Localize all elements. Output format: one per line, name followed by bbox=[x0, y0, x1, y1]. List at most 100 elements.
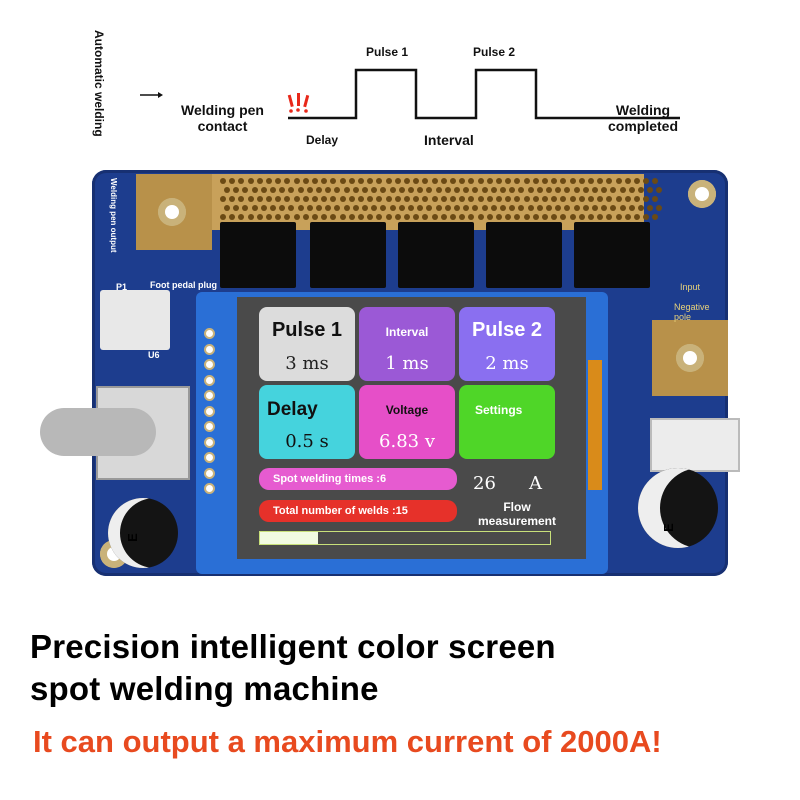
via-pad bbox=[426, 205, 433, 211]
voltage-tile[interactable]: Voltage 6.83 v bbox=[359, 385, 455, 459]
via-pad bbox=[597, 214, 604, 220]
foot-pedal-connector[interactable] bbox=[100, 290, 170, 350]
current-unit: A bbox=[529, 473, 542, 494]
via-pad bbox=[398, 187, 405, 193]
via-pad bbox=[266, 178, 272, 184]
caption-line-1: Precision intelligent color screen bbox=[30, 628, 556, 665]
pulse1-tile[interactable]: Pulse 1 3 ms bbox=[259, 307, 355, 381]
via-pad bbox=[330, 178, 337, 184]
via-pad bbox=[413, 196, 420, 202]
via-pad bbox=[288, 205, 295, 211]
via-pad bbox=[505, 214, 512, 220]
pulse2-value: 2 ms bbox=[485, 353, 529, 374]
via-pad bbox=[435, 205, 442, 211]
via-pad bbox=[266, 214, 272, 220]
via-pad bbox=[233, 187, 240, 193]
mosfet bbox=[398, 222, 474, 288]
via-pad bbox=[440, 196, 447, 202]
via-pad bbox=[284, 214, 291, 220]
via-pad bbox=[634, 214, 640, 220]
via-pad bbox=[468, 196, 475, 202]
via-pad bbox=[536, 205, 543, 211]
via-pad bbox=[634, 196, 640, 202]
via-pad bbox=[523, 196, 530, 202]
via-pad bbox=[573, 205, 580, 211]
via-pad bbox=[334, 187, 341, 193]
via-pad bbox=[371, 205, 378, 211]
via-pad bbox=[592, 205, 598, 211]
via-pad bbox=[601, 187, 608, 193]
via-pad bbox=[638, 205, 644, 211]
via-pad bbox=[413, 178, 420, 184]
via-pad bbox=[325, 205, 332, 211]
via-pad bbox=[532, 214, 539, 220]
delay-tile[interactable]: Delay 0.5 s bbox=[259, 385, 355, 459]
via-pad bbox=[367, 214, 374, 220]
via-pad bbox=[610, 187, 617, 193]
via-pad bbox=[376, 178, 383, 184]
input-connector[interactable] bbox=[650, 418, 740, 472]
via-pad bbox=[435, 187, 442, 193]
via-pad bbox=[251, 205, 258, 211]
via-pad bbox=[422, 196, 429, 202]
via-pad bbox=[256, 178, 263, 184]
via-pad bbox=[362, 205, 368, 211]
via-pad bbox=[229, 214, 236, 220]
via-pad bbox=[578, 196, 585, 202]
via-pad bbox=[229, 178, 236, 184]
pulse2-title: Pulse 2 bbox=[471, 319, 543, 341]
flow-measurement-label: Flow measurement bbox=[477, 500, 557, 528]
via-pad bbox=[238, 214, 245, 220]
via-pad bbox=[279, 187, 286, 193]
settings-tile[interactable]: Settings bbox=[459, 385, 555, 459]
via-pad bbox=[514, 196, 521, 202]
via-pad bbox=[505, 196, 512, 202]
via-pad bbox=[293, 214, 300, 220]
via-pad bbox=[459, 196, 466, 202]
waveform-svg bbox=[140, 68, 680, 120]
via-pad bbox=[398, 205, 405, 211]
via-pad bbox=[518, 187, 525, 193]
via-pad bbox=[343, 205, 350, 211]
interval-title: Interval bbox=[385, 325, 429, 339]
via-pad bbox=[321, 196, 328, 202]
via-pad bbox=[509, 205, 516, 211]
delay-value: 0.5 s bbox=[285, 431, 329, 452]
via-pad bbox=[463, 187, 470, 193]
rotary-knob[interactable] bbox=[40, 408, 156, 456]
pulse1-title: Pulse 1 bbox=[271, 319, 343, 341]
via-pad bbox=[224, 187, 230, 193]
via-pad bbox=[542, 178, 548, 184]
welding-pen-output-label: Welding pen output bbox=[109, 178, 118, 253]
via-pad bbox=[527, 187, 534, 193]
pulse2-tile[interactable]: Pulse 2 2 ms bbox=[459, 307, 555, 381]
via-pad bbox=[334, 205, 341, 211]
via-pad bbox=[302, 196, 309, 202]
terminal-hole bbox=[158, 198, 186, 226]
current-value: 26 bbox=[473, 473, 496, 494]
via-pad bbox=[505, 178, 512, 184]
via-pad bbox=[367, 196, 374, 202]
via-pad bbox=[454, 187, 460, 193]
via-pad bbox=[509, 187, 516, 193]
delay-label: Delay bbox=[306, 133, 339, 147]
mosfet bbox=[486, 222, 562, 288]
via-pad bbox=[459, 214, 466, 220]
via-pad bbox=[385, 178, 392, 184]
capacitor-mark: E bbox=[660, 523, 676, 532]
mount-hole bbox=[688, 180, 716, 208]
via-pad bbox=[624, 214, 631, 220]
screen-pin-header bbox=[203, 328, 217, 498]
via-pad bbox=[477, 178, 484, 184]
pulse1-value: 3 ms bbox=[285, 353, 329, 374]
via-pad bbox=[380, 205, 387, 211]
pulse-waveform-line bbox=[288, 68, 680, 120]
pin-hole bbox=[204, 405, 215, 417]
via-pad bbox=[238, 178, 245, 184]
via-pad bbox=[490, 187, 497, 193]
via-pad bbox=[477, 196, 484, 202]
via-pad bbox=[348, 196, 355, 202]
via-pad bbox=[477, 214, 484, 220]
via-pad bbox=[496, 196, 502, 202]
interval-tile[interactable]: Interval 1 ms bbox=[359, 307, 455, 381]
